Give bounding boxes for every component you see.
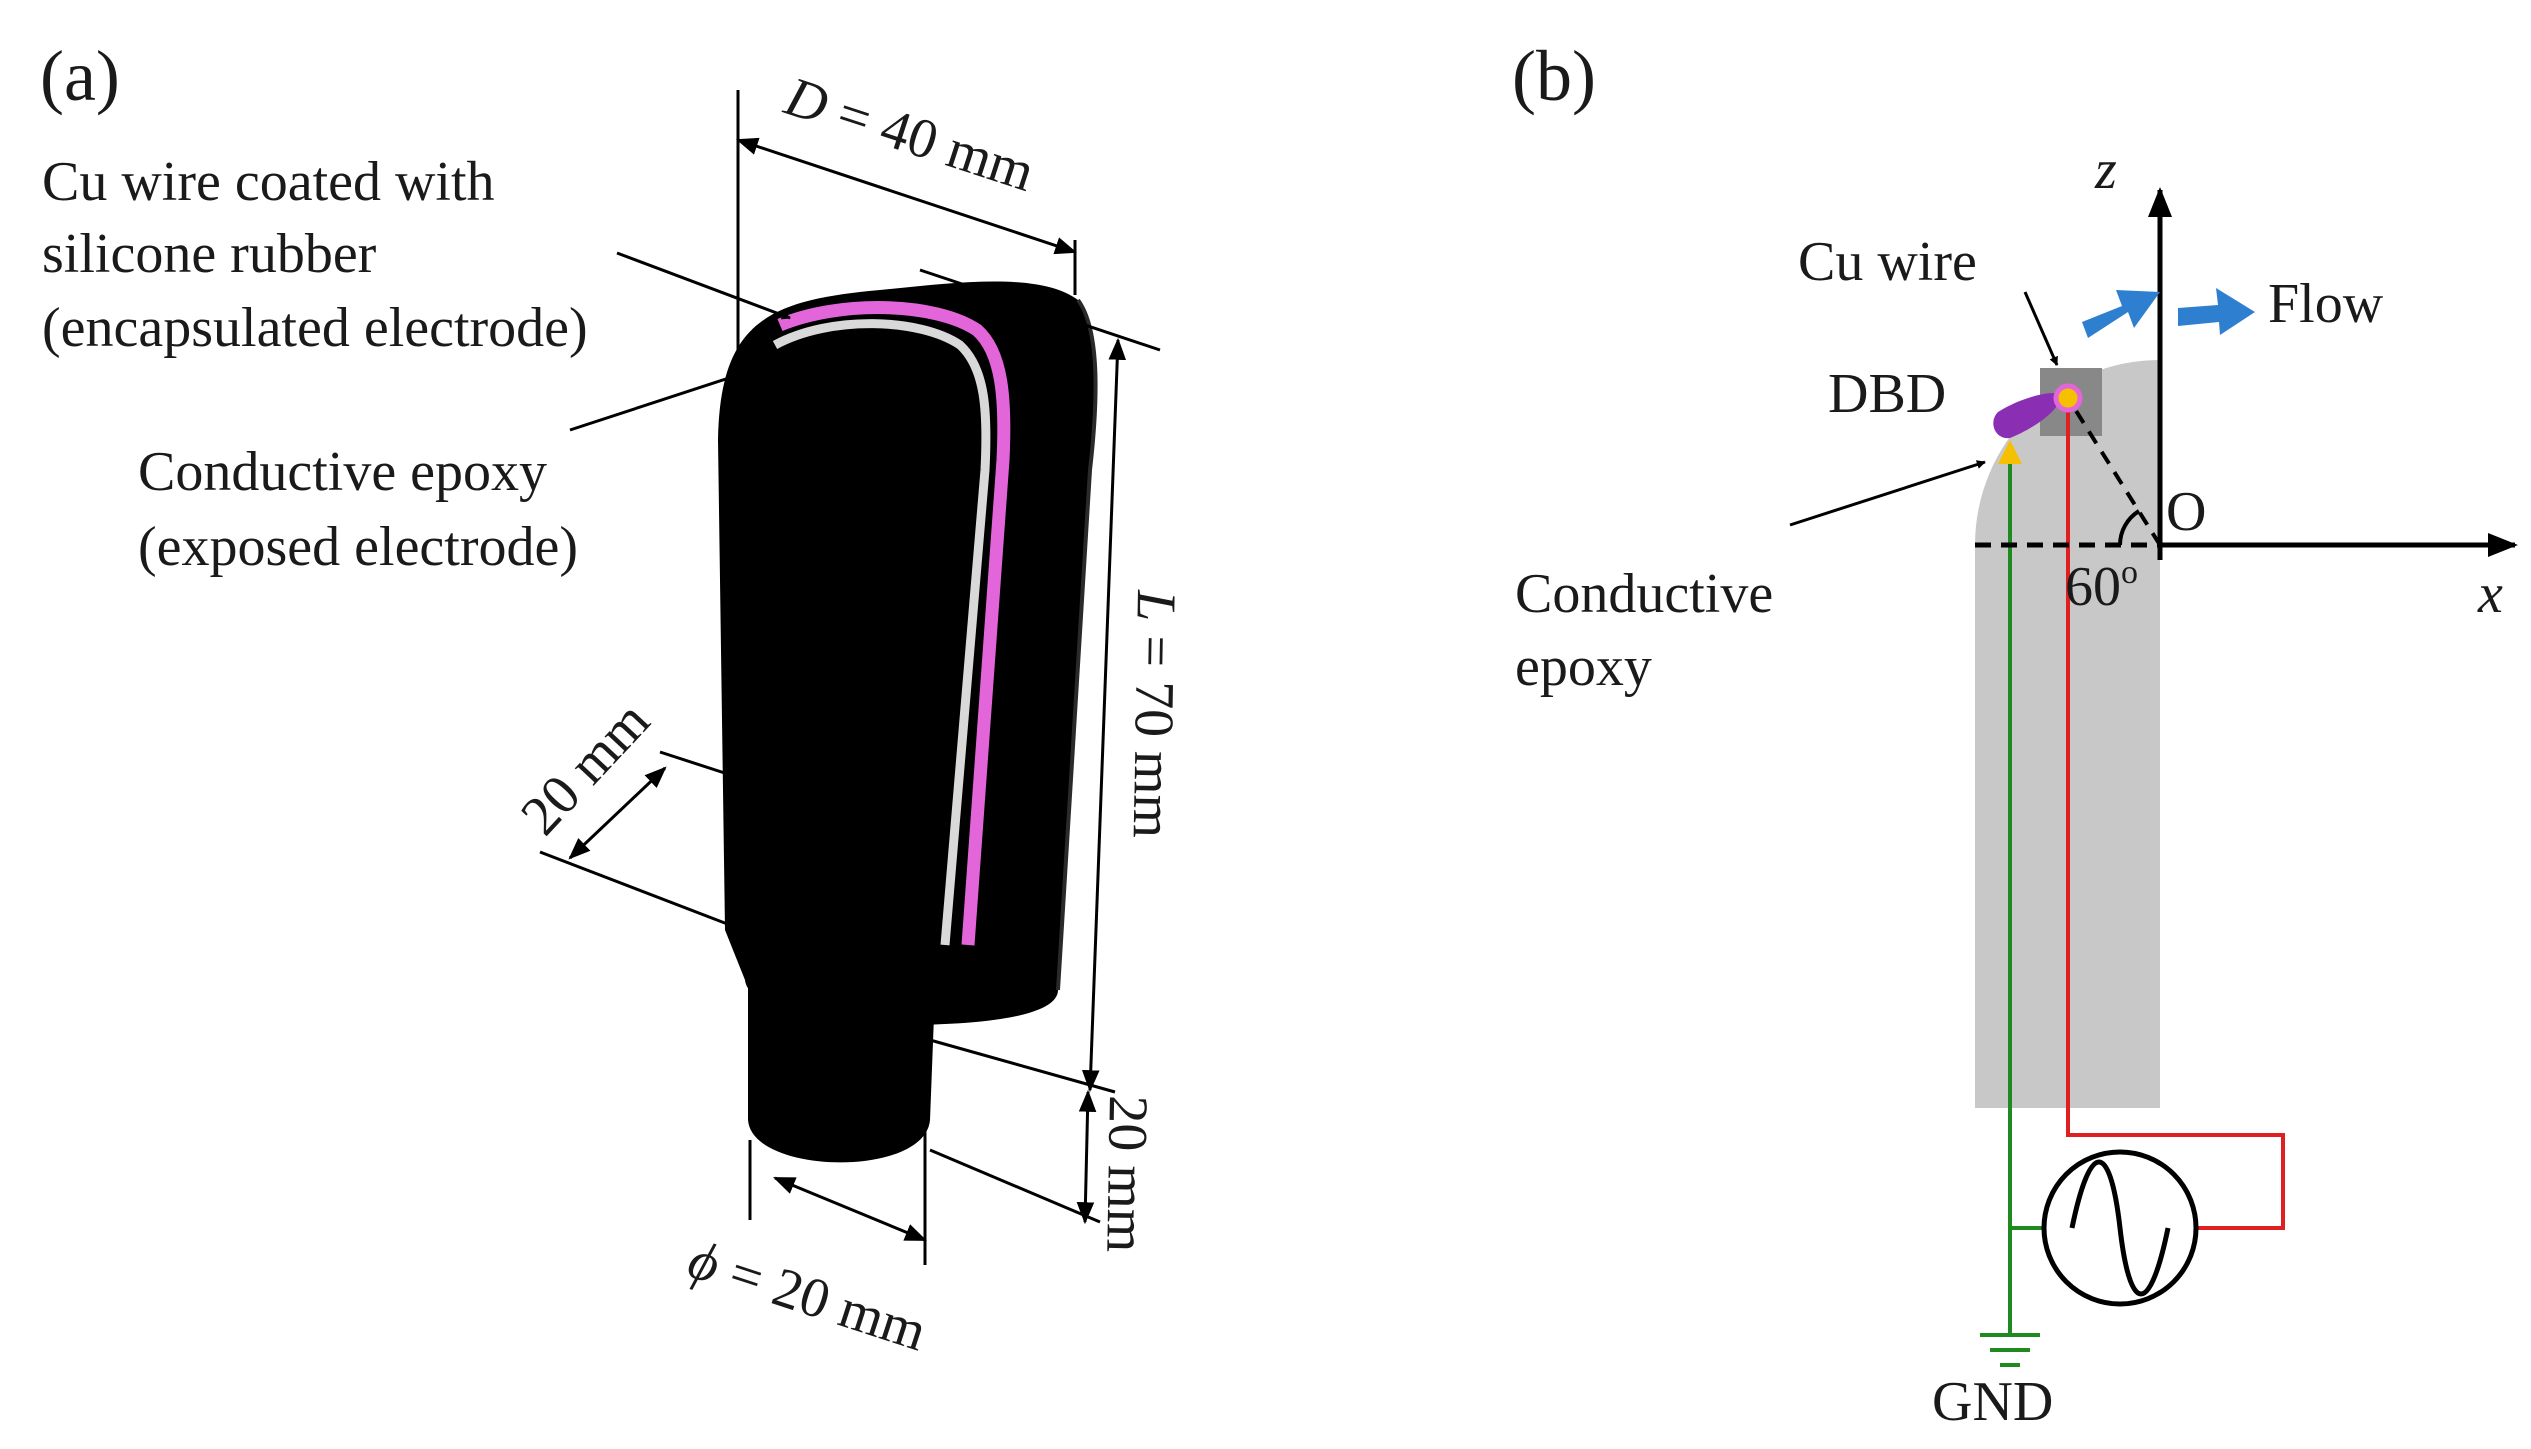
body-stem: [748, 985, 935, 1163]
dim-phi: [748, 1130, 928, 1265]
gnd-label: GND: [1932, 1371, 2053, 1433]
ac-source-icon: [2041, 1149, 2199, 1307]
epoxy-label-b-line2: epoxy: [1515, 636, 1652, 698]
epoxy-marker: [1998, 440, 2022, 464]
epoxy-leader-b: [1789, 460, 1986, 527]
wire-leader: [616, 251, 791, 320]
exposed-electrode-strip: [772, 319, 991, 946]
dim-D-label: D = 40 mm: [777, 65, 1042, 204]
angle-label: 60o: [2065, 554, 2138, 618]
panel-a: (a) Cu wire coated with silicone rubber …: [40, 36, 1187, 1363]
panel-a-label: (a): [40, 36, 120, 116]
dim-side: [539, 750, 741, 927]
dim-L-label: L = 70 mm: [1121, 589, 1187, 839]
angle-radius: [2066, 396, 2162, 547]
hv-circuit: [2066, 398, 2285, 1230]
axis-z-label: z: [2094, 139, 2117, 201]
wire-label-line1: Cu wire coated with: [42, 151, 495, 213]
body-main: [718, 281, 1096, 1025]
actuator-body: [718, 281, 1098, 1163]
encapsulated-wire-strip: [777, 301, 1011, 946]
epoxy-leader: [569, 373, 739, 432]
ground-circuit: [1980, 455, 2044, 1367]
dim-D: [735, 90, 1078, 380]
dim-side-label: 20 mm: [509, 690, 662, 847]
epoxy-label-line2: (exposed electrode): [138, 516, 578, 578]
epoxy-label: Conductive epoxy (exposed electrode): [138, 441, 578, 578]
flow-arrow-1: [2082, 290, 2160, 338]
dim-L: [919, 268, 1161, 1094]
flow-label: Flow: [2268, 273, 2384, 335]
flow-arrow-2: [2178, 288, 2255, 335]
origin-label: O: [2166, 481, 2206, 543]
wire-label: Cu wire coated with silicone rubber (enc…: [42, 151, 588, 359]
epoxy-label-b-line1: Conductive: [1515, 563, 1773, 625]
panel-b: (b): [1512, 36, 2518, 1433]
wire-label-line3: (encapsulated electrode): [42, 297, 588, 359]
cu-wire-label: Cu wire: [1798, 231, 1977, 293]
epoxy-label-line1: Conductive epoxy: [138, 441, 547, 503]
cu-wire-dot: [2053, 383, 2083, 413]
panel-b-label: (b): [1512, 36, 1596, 116]
wire-label-line2: silicone rubber: [42, 223, 377, 285]
axis-x-label: x: [2477, 563, 2503, 625]
dim-phi-label: ϕ = 20 mm: [681, 1228, 934, 1363]
dbd-label: DBD: [1828, 363, 1946, 425]
dbd-plasma: [1993, 392, 2062, 439]
dim-stem-label: 20 mm: [1094, 1095, 1159, 1253]
dim-stem: [929, 1089, 1101, 1225]
angle-arc: [2118, 509, 2141, 546]
cu-wire-leader: [2023, 291, 2059, 366]
